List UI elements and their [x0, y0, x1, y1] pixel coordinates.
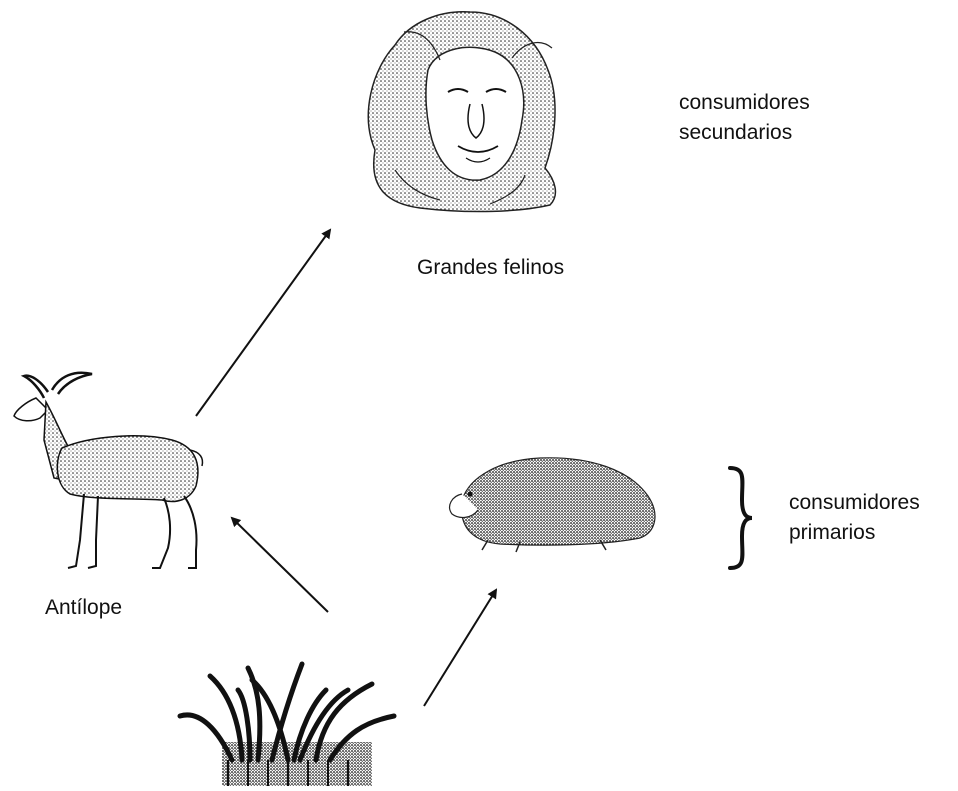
label-antelope: Antílope [45, 594, 122, 622]
rodent-illustration [450, 458, 655, 552]
antelope-illustration [14, 373, 203, 568]
lion-illustration [368, 12, 555, 212]
label-secondary-consumers-line1: consumidores [679, 88, 810, 118]
label-secondary-consumers: consumidores secundarios [679, 88, 810, 148]
curly-brace-icon [730, 468, 752, 568]
label-secondary-consumers-line2: secundarios [679, 118, 810, 148]
label-primary-consumers-line2: primarios [789, 518, 920, 548]
arrow-grass-to-antelope [232, 518, 328, 612]
arrow-antelope-to-lion [196, 230, 330, 416]
label-primary-consumers: consumidores primarios [789, 488, 920, 548]
label-big-cats: Grandes felinos [417, 254, 564, 282]
arrow-grass-to-rodent [424, 590, 496, 706]
grass-illustration [180, 664, 394, 786]
label-primary-consumers-line1: consumidores [789, 488, 920, 518]
